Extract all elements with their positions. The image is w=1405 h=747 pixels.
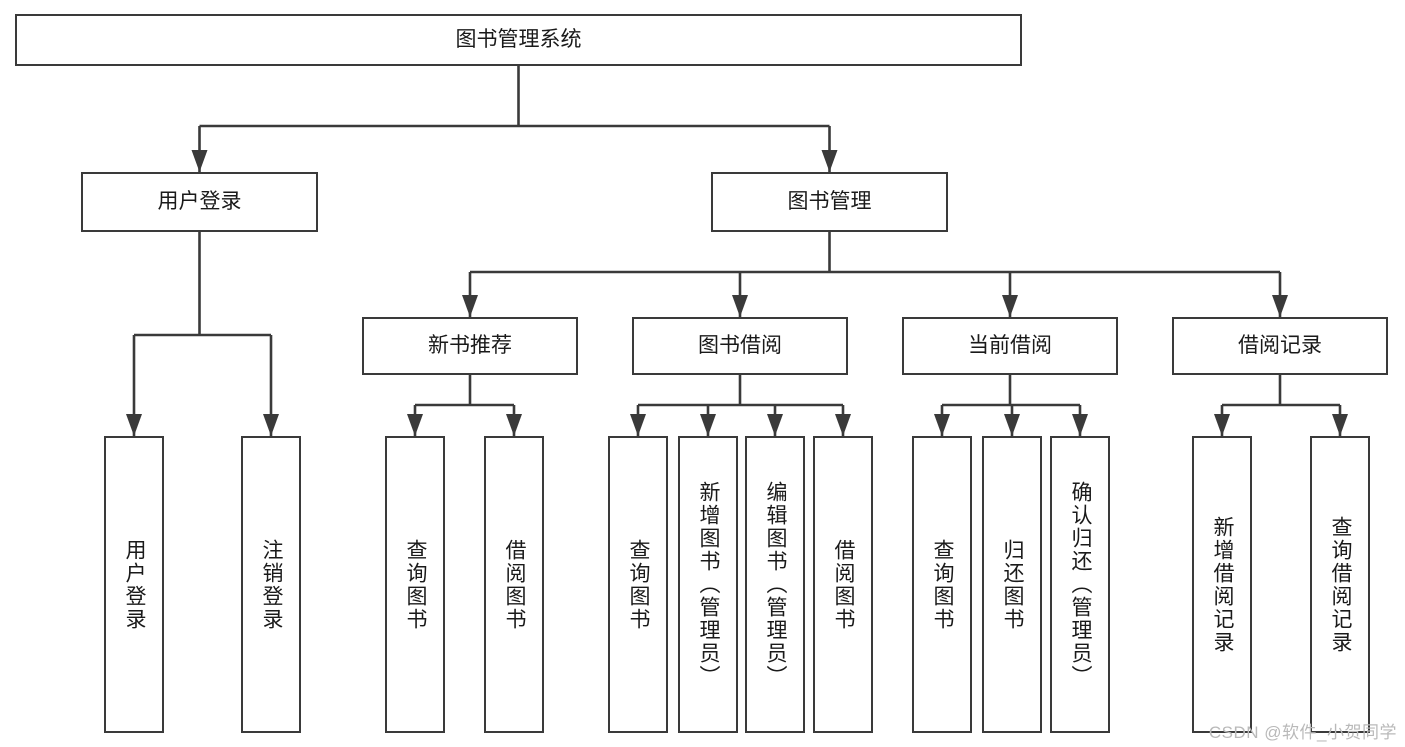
node-label: 注销登录 <box>260 538 284 631</box>
watermark: CSDN @软件_小贺同学 <box>1208 723 1397 742</box>
node-leaf-confirm-return[interactable]: 确认归还（管理员） <box>1050 436 1110 733</box>
connector-arrowhead <box>263 414 279 436</box>
node-label: 新书推荐 <box>428 333 512 357</box>
node-borrow-record[interactable]: 借阅记录 <box>1172 317 1388 375</box>
node-leaf-return-book[interactable]: 归还图书 <box>982 436 1042 733</box>
node-leaf-add-book[interactable]: 新增图书（管理员） <box>678 436 738 733</box>
connector-arrowhead <box>191 150 208 172</box>
node-leaf-user-login[interactable]: 用户登录 <box>104 436 164 733</box>
node-leaf-add-record[interactable]: 新增借阅记录 <box>1192 436 1252 733</box>
node-label: 当前借阅 <box>968 333 1052 357</box>
node-user-login[interactable]: 用户登录 <box>81 172 318 232</box>
node-label: 查询图书 <box>627 538 651 631</box>
node-leaf-query-book-3[interactable]: 查询图书 <box>912 436 972 733</box>
node-book-borrow[interactable]: 图书借阅 <box>632 317 848 375</box>
node-label: 借阅图书 <box>832 538 856 631</box>
node-root[interactable]: 图书管理系统 <box>15 14 1022 66</box>
node-label: 借阅记录 <box>1238 333 1322 357</box>
connector-arrowhead <box>1272 295 1288 317</box>
connector-arrowhead <box>732 295 748 317</box>
connector-arrowhead <box>821 150 838 172</box>
node-leaf-edit-book[interactable]: 编辑图书（管理员） <box>745 436 805 733</box>
node-leaf-borrow-book-1[interactable]: 借阅图书 <box>484 436 544 733</box>
node-new-book-recommend[interactable]: 新书推荐 <box>362 317 578 375</box>
node-label: 查询图书 <box>931 538 955 631</box>
node-label: 用户登录 <box>123 538 147 631</box>
node-book-manage[interactable]: 图书管理 <box>711 172 948 232</box>
connector-arrowhead <box>700 414 716 436</box>
node-label: 图书管理系统 <box>455 27 582 51</box>
connector-arrowhead <box>835 414 851 436</box>
node-current-borrow[interactable]: 当前借阅 <box>902 317 1118 375</box>
node-label: 新增借阅记录 <box>1211 515 1235 654</box>
node-leaf-query-book-2[interactable]: 查询图书 <box>608 436 668 733</box>
node-leaf-query-book-1[interactable]: 查询图书 <box>385 436 445 733</box>
connector-arrowhead <box>126 414 142 436</box>
connector-arrowhead <box>630 414 646 436</box>
node-label: 归还图书 <box>1001 538 1025 631</box>
node-label: 借阅图书 <box>503 538 527 631</box>
node-leaf-query-record[interactable]: 查询借阅记录 <box>1310 436 1370 733</box>
node-label: 用户登录 <box>157 189 242 213</box>
node-leaf-borrow-book-2[interactable]: 借阅图书 <box>813 436 873 733</box>
connector-arrowhead <box>506 414 522 436</box>
connector-arrowhead <box>407 414 423 436</box>
node-label: 图书管理 <box>787 189 872 213</box>
node-label: 查询借阅记录 <box>1329 515 1353 654</box>
connector-arrowhead <box>1072 414 1088 436</box>
node-label: 确认归还（管理员） <box>1069 481 1093 688</box>
node-label: 新增图书（管理员） <box>697 481 721 688</box>
node-label: 编辑图书（管理员） <box>764 481 788 688</box>
connector-arrowhead <box>1004 414 1020 436</box>
node-label: 查询图书 <box>404 538 428 631</box>
connector-arrowhead <box>1332 414 1348 436</box>
connector-arrowhead <box>934 414 950 436</box>
connector-arrowhead <box>462 295 478 317</box>
connector-arrowhead <box>1002 295 1018 317</box>
connector-arrowhead <box>1214 414 1230 436</box>
connector-arrowhead <box>767 414 783 436</box>
node-label: 图书借阅 <box>698 333 782 357</box>
node-leaf-user-logout[interactable]: 注销登录 <box>241 436 301 733</box>
